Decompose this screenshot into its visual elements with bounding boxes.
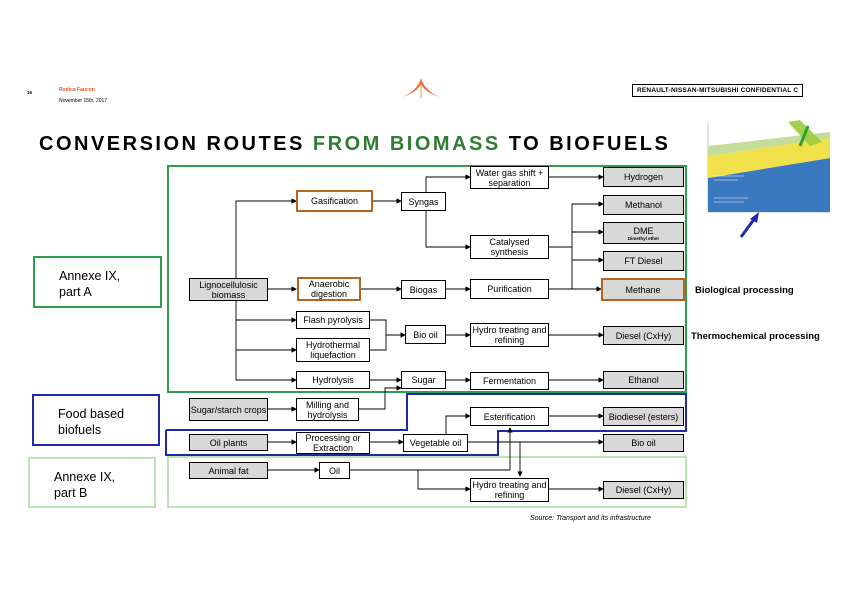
process-fermentation: Fermentation [470,372,549,390]
title-part-3: TO BIOFUELS [508,133,671,155]
process-sugar: Sugar [401,371,446,389]
process-water-gas-shift: Water gas shift + separation [470,166,549,189]
page-title: CONVERSION ROUTES FROM BIOMASS TO BIOFUE… [39,133,670,156]
category-annexe-ix-part-a: Annexe IX, part A [33,256,162,308]
process-milling-hydrolysis: Milling and hydrolysis [296,398,359,421]
product-ethanol: Ethanol [603,371,684,389]
arrow-icon [739,212,759,238]
process-hydrolysis: Hydrolysis [296,371,370,389]
region-annexe-a [167,165,687,393]
process-esterification: Esterification [470,407,549,426]
confidential-badge: RENAULT-NISSAN-MITSUBISHI CONFIDENTIAL C [632,84,804,97]
process-oil: Oil [319,462,350,479]
product-bio-oil: Bio oil [603,434,684,452]
category-food-label: Food based biofuels [58,407,125,437]
product-ft-diesel: FT Diesel [603,251,684,271]
process-processing-extraction: Processing or Extraction [296,432,370,454]
page-number: 16 [27,90,33,95]
renault-logo-icon [402,78,440,98]
product-dme-sublabel: Dimethyl ether [627,235,660,241]
process-hydro-treating-2: Hydro treating and refining [470,478,549,502]
category-annexe-b-label: Annexe IX, part B [54,470,116,500]
source-note: Source: Transport and its infrastructure [530,515,651,522]
product-dme: DME Dimethyl ether [603,222,684,244]
inset-chart-thumbnail [704,118,834,220]
category-annexe-ix-part-b: Annexe IX, part B [28,457,156,508]
feedstock-lignocellulosic: Lignocellulosic biomass [189,278,268,301]
process-bio-oil-intermediate: Bio oil [405,325,446,344]
process-purification: Purification [470,279,549,299]
title-part-1: CONVERSION ROUTES [39,133,305,155]
category-annexe-a-label: Annexe IX, part A [59,269,121,299]
process-vegetable-oil: Vegetable oil [403,434,468,452]
process-gasification: Gasification [296,190,373,212]
process-hydrothermal-liquefaction: Hydrothermal liquefaction [296,338,370,362]
process-catalysed-synthesis: Catalysed synthesis [470,235,549,259]
process-anaerobic-digestion: Anaerobic digestion [297,277,361,301]
label-thermochemical-processing: Thermochemical processing [691,331,820,342]
process-syngas: Syngas [401,192,446,211]
product-biodiesel: Biodiesel (esters) [603,407,684,426]
category-food-based: Food based biofuels [32,394,160,446]
product-diesel-cxhy-2: Diesel (CxHy) [603,481,684,499]
process-flash-pyrolysis: Flash pyrolysis [296,311,370,329]
author-name: Rodica Faucon [59,87,95,93]
feedstock-animal-fat: Animal fat [189,462,268,479]
feedstock-oil-plants: Oil plants [189,434,268,451]
process-biogas: Biogas [401,280,446,299]
region-annexe-b [167,456,687,508]
product-dme-label: DME [633,225,654,236]
presentation-date: November 15th, 2017 [59,98,108,104]
feedstock-sugar-starch: Sugar/starch crops [189,398,268,421]
product-hydrogen: Hydrogen [603,167,684,187]
product-methanol: Methanol [603,195,684,215]
label-biological-processing: Biological processing [695,285,794,296]
product-methane: Methane [601,278,685,301]
title-part-2: FROM BIOMASS [312,133,501,155]
product-diesel-cxhy-1: Diesel (CxHy) [603,326,684,345]
process-hydro-treating-1: Hydro treating and refining [470,323,549,347]
